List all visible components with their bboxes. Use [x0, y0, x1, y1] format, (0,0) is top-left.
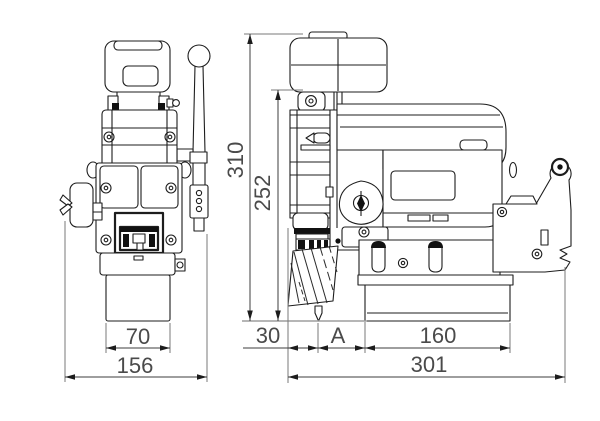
chuck-front	[113, 211, 165, 255]
annular-cutter	[287, 245, 339, 322]
dim-overall-width: 156	[117, 353, 154, 378]
dim-overall-length: 301	[411, 352, 448, 377]
cord-grommet	[508, 161, 518, 179]
feed-handle-front	[176, 44, 211, 232]
label-plate	[390, 170, 456, 201]
dim-stroke-a: A	[331, 323, 346, 348]
screw-icon	[165, 234, 177, 246]
screw-icon	[531, 248, 543, 260]
screw-icon	[496, 206, 508, 218]
screw-icon	[164, 131, 176, 143]
screw-icon	[305, 95, 317, 107]
motor-cap	[113, 40, 163, 51]
magnet-base-side	[357, 274, 514, 322]
screw-icon	[397, 257, 409, 269]
oil-cap	[459, 139, 488, 151]
handle-ball	[187, 44, 211, 68]
dim-front-to-spindle: 30	[256, 323, 280, 348]
base-casting-side	[358, 239, 501, 278]
wing-nut-lower	[59, 203, 73, 216]
dim-magnet-width: 70	[126, 324, 150, 349]
screw-icon	[358, 226, 370, 238]
dimension-labels: 70 156 310 252 30 A 160 301	[117, 142, 457, 378]
dimension-arrows	[65, 34, 565, 380]
front-view	[59, 40, 211, 322]
screw-icon	[165, 182, 177, 194]
feed-knob-side	[338, 180, 384, 238]
motor-front	[104, 40, 171, 93]
knob-pointer	[357, 195, 365, 212]
side-view	[287, 31, 572, 322]
dim-body-height: 252	[250, 175, 275, 212]
magnet-base-front	[105, 274, 171, 322]
side-knob-front	[59, 182, 103, 228]
neck-front	[107, 91, 180, 111]
cord-rest	[505, 195, 538, 205]
pilot-pin	[314, 305, 323, 322]
rear-bracket-side	[492, 157, 572, 273]
mid-body-side	[382, 149, 503, 228]
motor-vent	[122, 65, 159, 87]
screw-icon	[100, 234, 112, 246]
screw-icon	[103, 131, 115, 143]
dimensions: 70 156 310 252 30 A 160 301	[64, 33, 566, 383]
dim-overall-height: 310	[223, 142, 248, 179]
dimension-lines	[65, 34, 565, 378]
screw-icon	[100, 182, 112, 194]
motor-side	[289, 31, 388, 93]
side-disc	[69, 182, 94, 228]
adapter-plate-front	[99, 252, 186, 276]
dim-magnet-length: 160	[420, 323, 457, 348]
